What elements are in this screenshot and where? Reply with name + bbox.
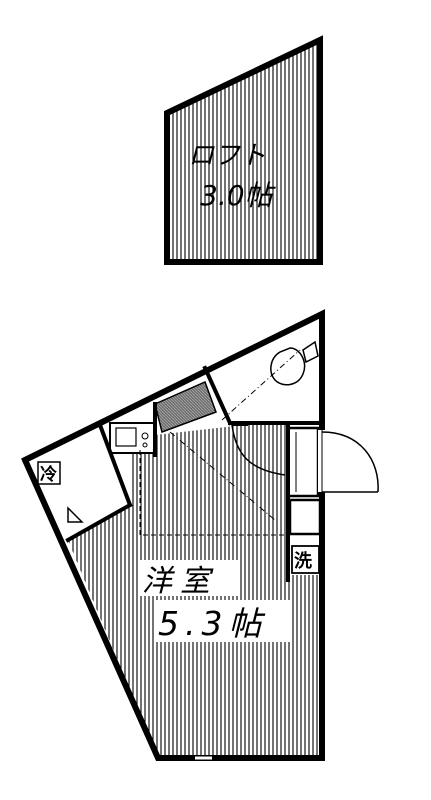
refrigerator-label: 冷 xyxy=(40,464,57,485)
washer-mark: 洗 xyxy=(291,545,320,574)
outer-wall xyxy=(21,309,325,761)
western-room-name-label: 洋室 xyxy=(142,564,218,599)
loft-size-label: 3.0帖 xyxy=(200,179,277,212)
gray-fixture xyxy=(154,380,217,433)
toilet-icon xyxy=(270,340,319,386)
entry-door xyxy=(318,430,379,493)
bathroom xyxy=(205,322,320,423)
washer-label: 洗 xyxy=(294,550,312,572)
storage-box xyxy=(288,498,322,536)
entrance xyxy=(25,425,130,540)
loft-room: ロフト 3.0帖 xyxy=(164,35,323,265)
kitchen-sink xyxy=(109,422,156,454)
main-unit: 冷 洗 xyxy=(21,309,379,761)
closet xyxy=(286,426,320,498)
western-room-size-label: 5.3帖 xyxy=(158,604,267,643)
refrigerator-mark: 冷 xyxy=(37,461,61,485)
loft-name-label: ロフト xyxy=(188,141,266,171)
